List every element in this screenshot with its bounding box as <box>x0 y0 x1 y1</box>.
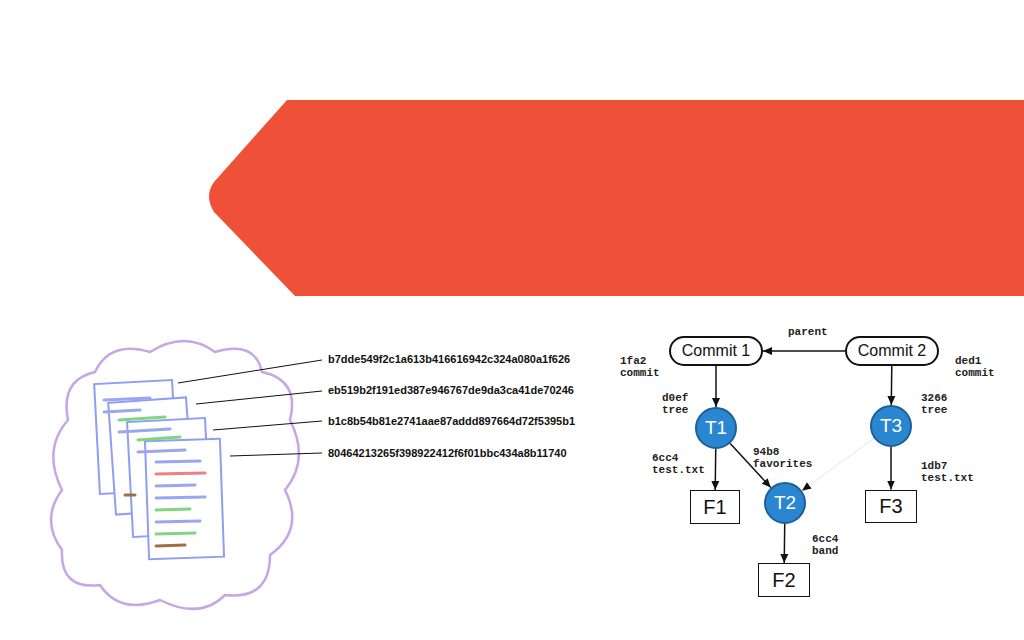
hash-label: b1c8b54b81e2741aae87addd897664d72f5395b1 <box>328 415 575 427</box>
object-type-label: ded1 commit <box>955 355 995 379</box>
file-box: F2 <box>758 563 810 597</box>
edge-label: parent <box>788 326 828 338</box>
node-text: T1 <box>705 417 727 439</box>
node-text: F1 <box>703 496 726 519</box>
commit-box: Commit 1 <box>669 336 763 366</box>
connector-arrow <box>783 524 785 563</box>
connector-arrow <box>891 366 893 405</box>
hash-label: 80464213265f398922412f6f01bbc434a8b11740 <box>328 447 567 459</box>
edge-label: 6cc4 band <box>812 533 838 557</box>
node-text: F3 <box>879 495 902 518</box>
file-box: F3 <box>865 490 917 523</box>
hash-label: b7dde549f2c1a613b416616942c324a080a1f626 <box>328 353 570 365</box>
cloud <box>51 341 299 609</box>
connector-arrow <box>763 350 845 352</box>
node-text: T3 <box>880 415 902 437</box>
connector-arrow <box>802 438 874 490</box>
document-lines <box>104 398 205 546</box>
leader-lines <box>178 360 322 456</box>
connector-arrow <box>714 449 716 490</box>
edge-label: d0ef tree <box>662 392 688 416</box>
file-box: F1 <box>690 490 740 524</box>
edge-label: 6cc4 test.txt <box>652 452 705 476</box>
node-text: Commit 2 <box>858 342 926 360</box>
tree-circle: T1 <box>695 407 737 449</box>
connector-arrow <box>890 447 892 490</box>
object-type-label: 1fa2 commit <box>620 355 660 379</box>
edge-label: 3266 tree <box>921 392 947 416</box>
edge-label: 1db7 test.txt <box>921 460 974 484</box>
red-banner <box>209 100 1024 296</box>
hash-label: eb519b2f191ed387e946767de9da3ca41de70246 <box>328 384 574 396</box>
edge-label: 94b8 favorites <box>753 446 812 470</box>
connector-arrow <box>715 366 717 407</box>
tree-circle: T2 <box>764 482 806 524</box>
tree-circle: T3 <box>870 405 912 447</box>
node-text: Commit 1 <box>682 342 750 360</box>
documents <box>94 380 224 559</box>
node-text: F2 <box>772 569 795 592</box>
node-text: T2 <box>774 492 796 514</box>
commit-box: Commit 2 <box>845 336 939 366</box>
